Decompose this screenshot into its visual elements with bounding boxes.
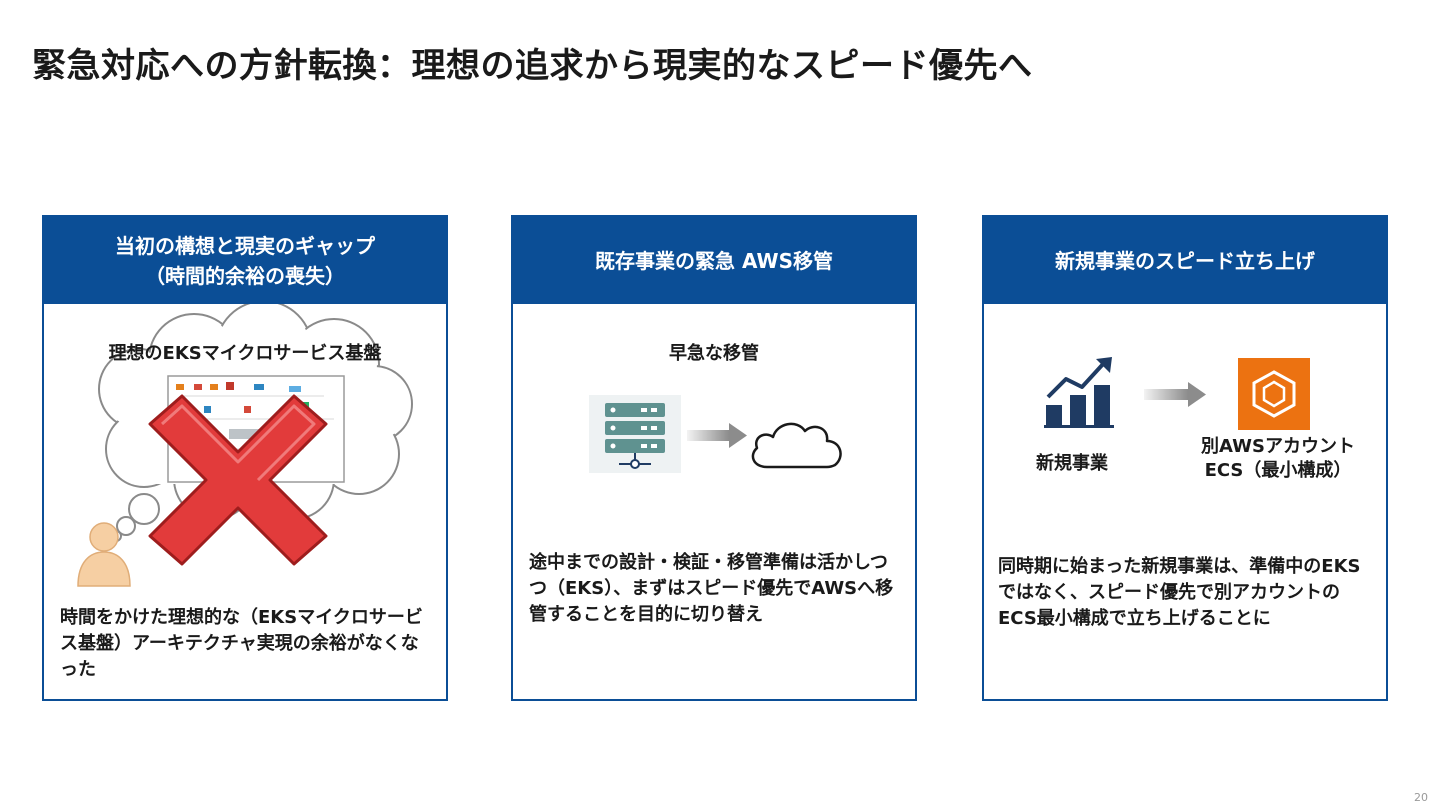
new-business-diagram — [1044, 357, 1206, 428]
cross-mark-icon — [148, 394, 328, 566]
card-header: 当初の構想と現実のギャップ （時間的余裕の喪失） — [44, 217, 446, 304]
card-existing-migration: 既存事業の緊急 AWS移管 早急な移管 — [511, 215, 917, 701]
server-icon — [589, 395, 681, 473]
ecs-account-label-line1: 別AWSアカウント — [1201, 436, 1355, 457]
ecs-icon — [1238, 358, 1310, 430]
urgent-migration-label: 早急な移管 — [669, 343, 759, 364]
card-body-text: 途中までの設計・検証・移管準備は活かしつつ（EKS）、まずはスピード優先でAWS… — [529, 552, 894, 625]
card-header-line2: （時間的余裕の喪失） — [145, 263, 345, 288]
person-icon — [77, 522, 131, 587]
page-number: 20 — [1414, 791, 1428, 804]
card-new-business: 新規事業のスピード立ち上げ 新規事業 別AWSアカウント ECS（最小構成） — [982, 215, 1388, 701]
card-body-text: 時間をかけた理想的な（EKSマイクロサービス基盤）アーキテクチャ実現の余裕がなく… — [60, 607, 423, 680]
ecs-account-label-line2: ECS（最小構成） — [1204, 460, 1352, 481]
slide-title: 緊急対応への方針転換：理想の追求から現実的なスピード優先へ — [32, 46, 1033, 86]
arrow-right-icon — [687, 423, 747, 448]
arrow-right-icon — [1144, 382, 1206, 407]
card-header-line1: 当初の構想と現実のギャップ — [115, 233, 375, 258]
card-header: 既存事業の緊急 AWS移管 — [513, 217, 915, 304]
growth-chart-icon — [1044, 357, 1114, 428]
new-business-label: 新規事業 — [1036, 453, 1108, 474]
migration-diagram — [589, 395, 842, 473]
card-ideal-vs-reality: 当初の構想と現実のギャップ （時間的余裕の喪失） — [42, 215, 448, 701]
card-body-text: 同時期に始まった新規事業は、準備中のEKSではなく、スピード優先で別アカウントの… — [998, 556, 1361, 629]
cloud-icon — [751, 422, 842, 469]
thought-diagram — [77, 304, 413, 587]
ecs-account-label: 別AWSアカウント ECS（最小構成） — [1198, 435, 1358, 483]
card-header-line1: 新規事業のスピード立ち上げ — [1055, 248, 1315, 273]
ideal-eks-label: 理想のEKSマイクロサービス基盤 — [108, 343, 382, 364]
card-header-line1: 既存事業の緊急 AWS移管 — [594, 248, 833, 273]
card-header: 新規事業のスピード立ち上げ — [984, 217, 1386, 304]
